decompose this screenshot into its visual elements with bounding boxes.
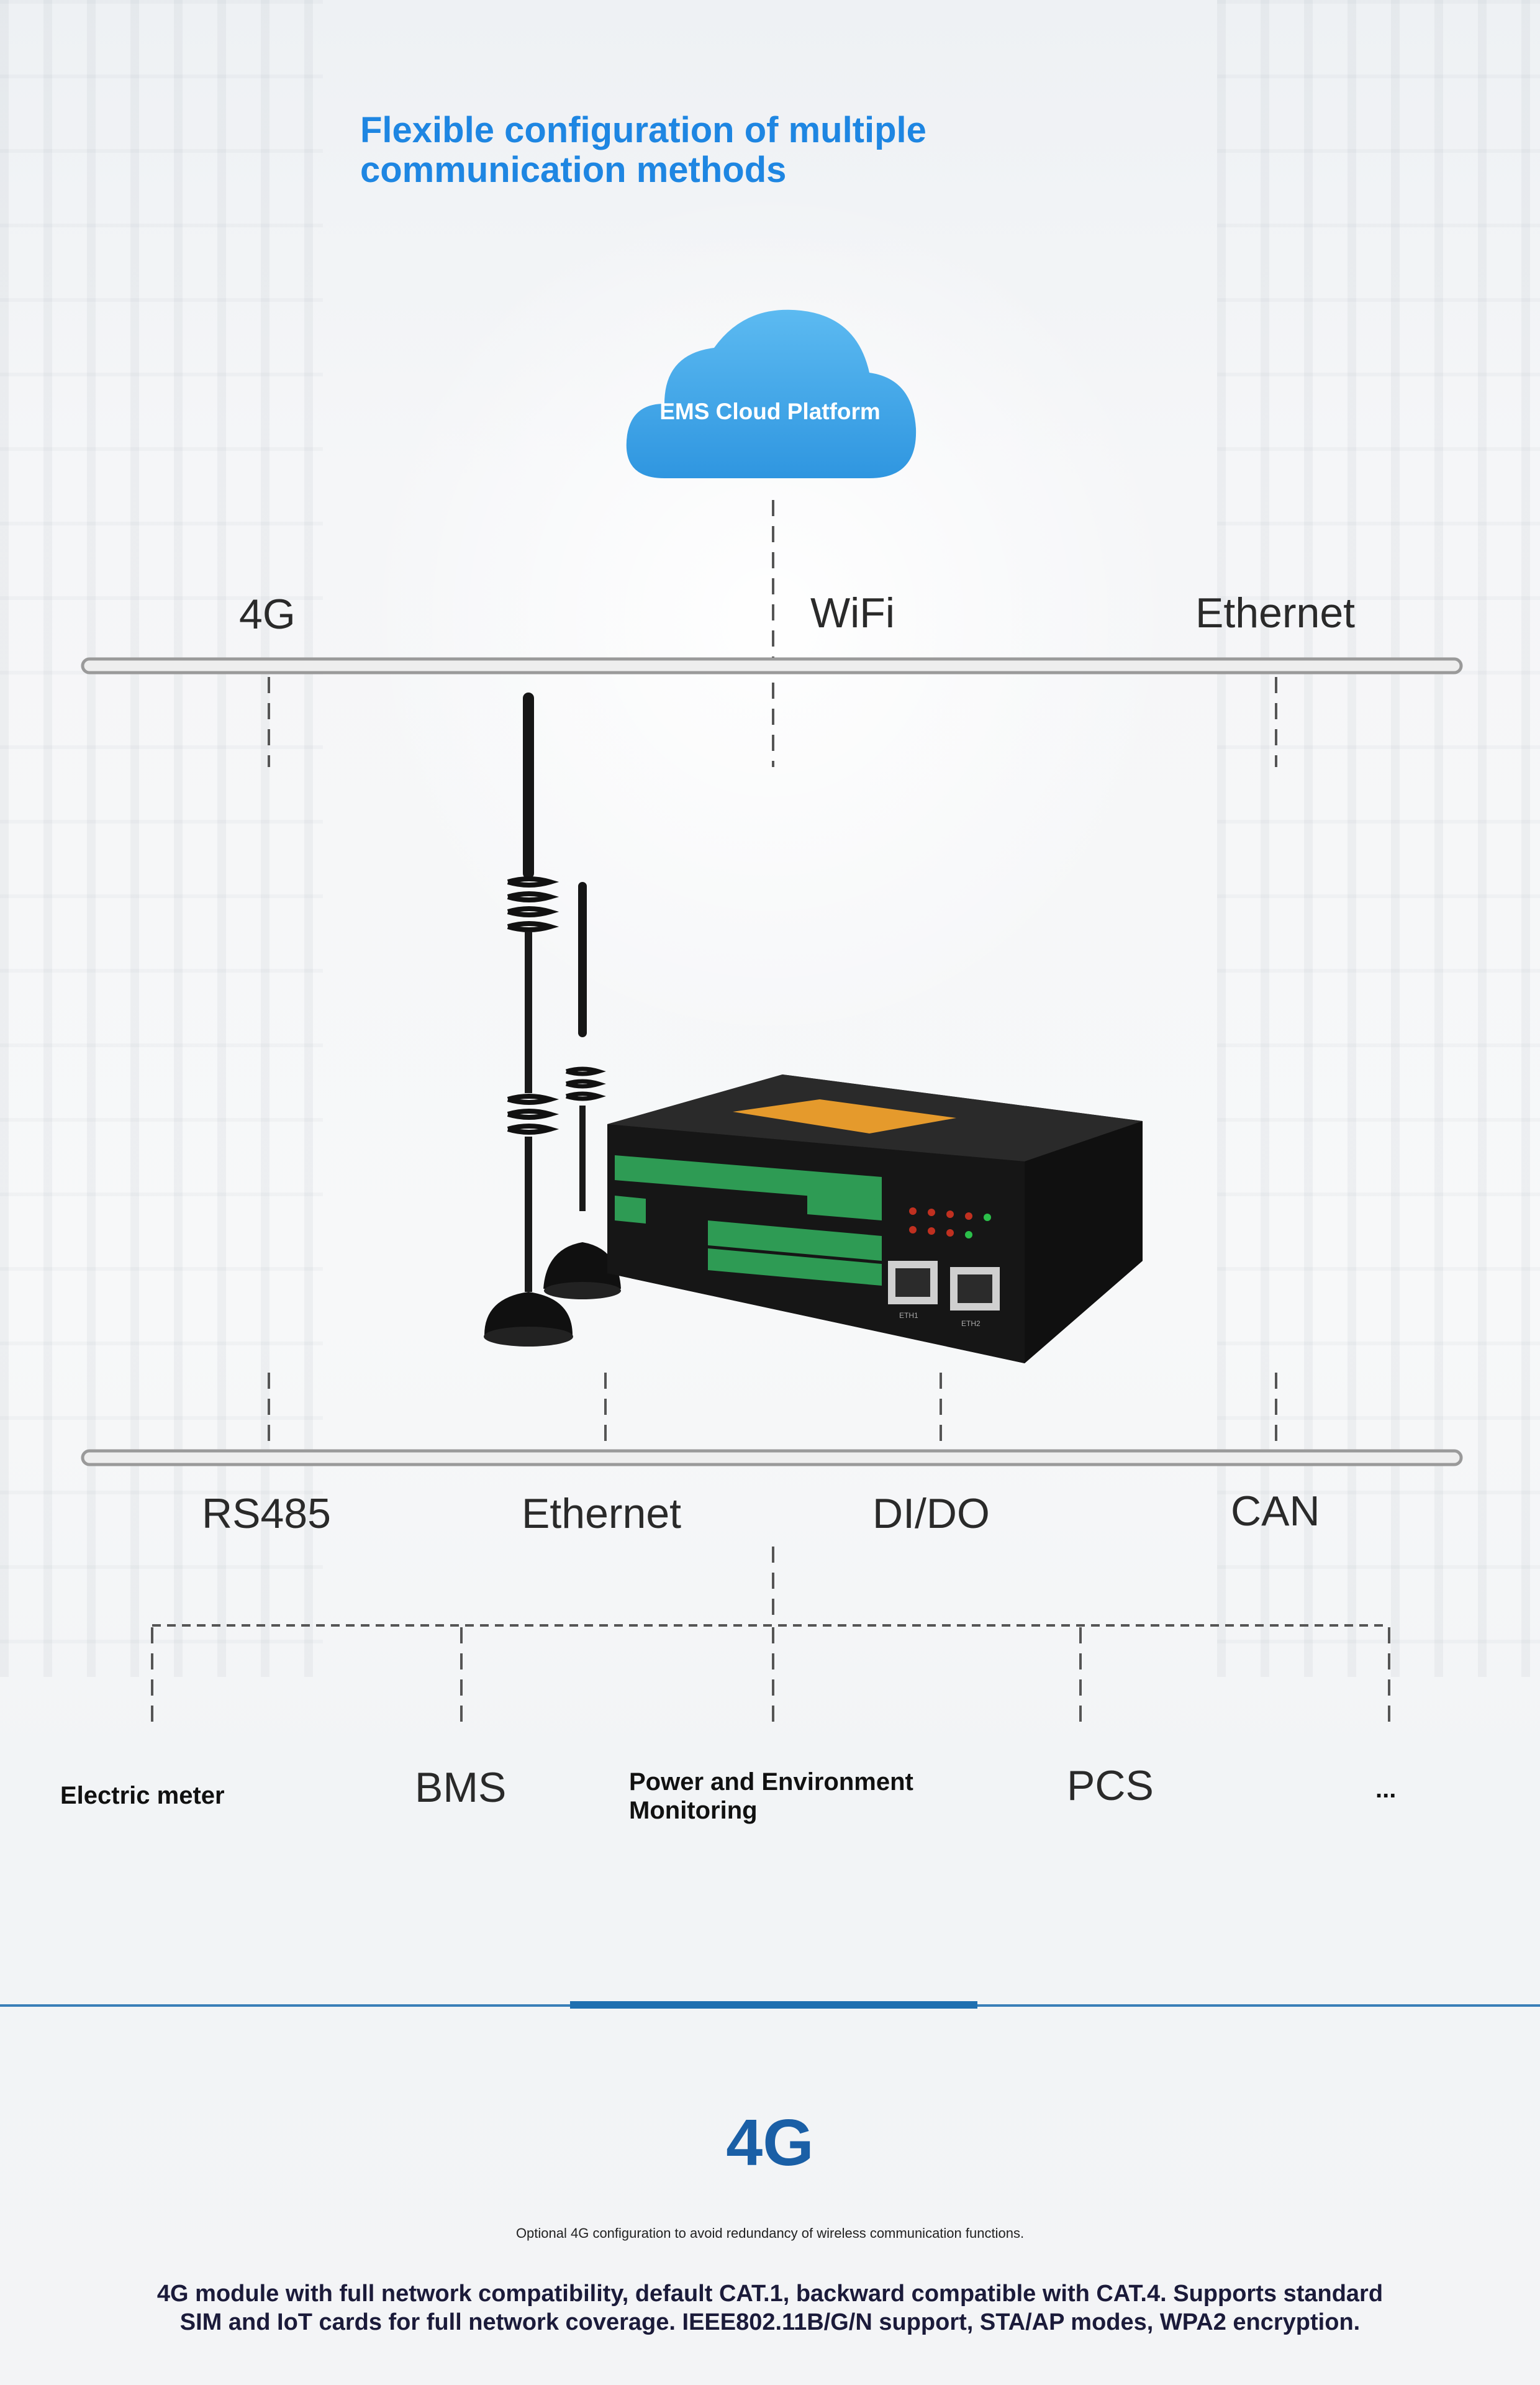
page-title-line2: communication methods: [360, 150, 787, 190]
downlink-label-can: CAN: [1231, 1488, 1320, 1535]
background-rack-right: [1217, 0, 1540, 1677]
uplink-bus: [81, 657, 1463, 675]
uplink-label-ethernet: Ethernet: [1195, 589, 1356, 637]
ems-cloud-platform: EMS Cloud Platform: [621, 298, 919, 484]
section-divider-accent: [570, 2001, 977, 2009]
port-label-eth2: ETH2: [961, 1319, 981, 1328]
downlink-label-rs485: RS485: [202, 1490, 331, 1537]
device-label-pem: Power and Environment Monitoring: [629, 1768, 913, 1825]
section-description-line1: 4G module with full network compatibilit…: [156, 2281, 1384, 2307]
background-rack-left: [0, 0, 323, 1677]
port-label-eth1: ETH1: [899, 1311, 918, 1320]
cloud-label: EMS Cloud Platform: [659, 399, 881, 424]
antenna-right: [543, 882, 621, 1299]
page-title: Flexible configuration of multiple commu…: [360, 111, 1105, 190]
section-description: 4G module with full network compatibilit…: [112, 2279, 1428, 2337]
downlink-bus: [81, 1449, 1463, 1466]
ethernet-port-2: [950, 1267, 1000, 1311]
section-title-4g: 4G: [726, 2106, 814, 2179]
section-subline: Optional 4G configuration to avoid redun…: [515, 2225, 1025, 2241]
antenna-left: [484, 693, 573, 1347]
page-title-line1: Flexible configuration of multiple: [360, 110, 926, 150]
downlink-label-dido: DI/DO: [872, 1490, 990, 1537]
device-label-pem-line1: Power and Environment: [629, 1768, 913, 1796]
ethernet-port-1: [888, 1261, 938, 1304]
device-label-pem-line2: Monitoring: [629, 1797, 758, 1824]
section-description-line2: SIM and IoT cards for full network cover…: [179, 2309, 1361, 2335]
device-label-bms: BMS: [415, 1764, 507, 1811]
uplink-label-4g: 4G: [239, 591, 296, 638]
gateway-device-illustration: ETH1 ETH2: [484, 693, 1143, 1363]
downlink-label-ethernet: Ethernet: [522, 1490, 682, 1537]
device-label-meter: Electric meter: [60, 1782, 225, 1809]
device-label-pcs: PCS: [1067, 1762, 1154, 1809]
terminal-blocks: [615, 1155, 882, 1286]
status-leds: [909, 1207, 991, 1238]
device-label-more: ...: [1375, 1776, 1397, 1803]
cloud-icon: [626, 309, 917, 478]
uplink-label-wifi: WiFi: [810, 589, 895, 637]
